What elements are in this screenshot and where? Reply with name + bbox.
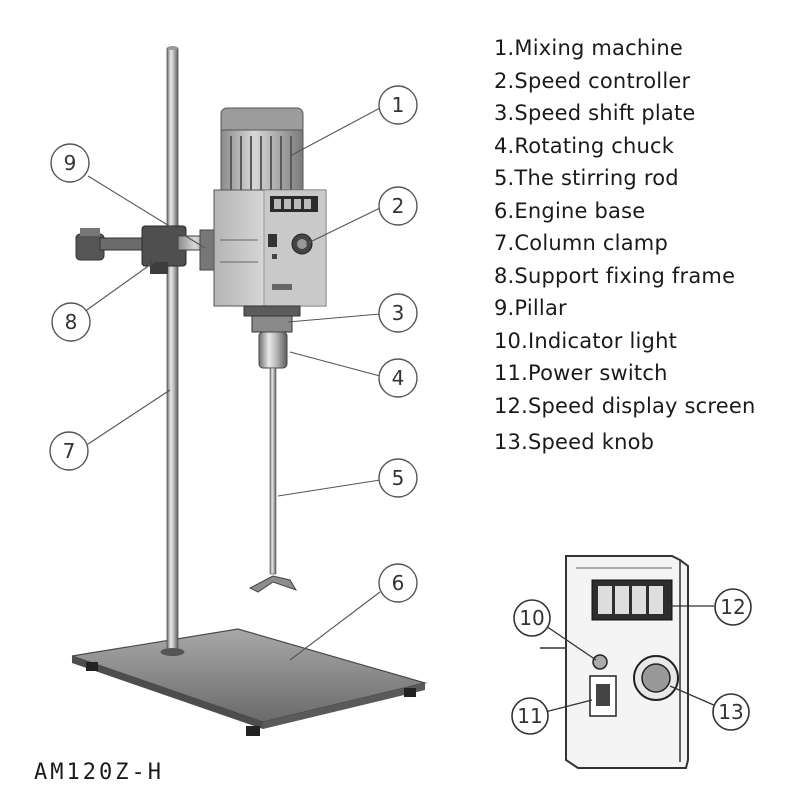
svg-text:7: 7 xyxy=(63,439,76,463)
parts-legend: 1.Mixing machine 2.Speed controller 3.Sp… xyxy=(494,32,756,459)
speed-display-screen xyxy=(591,579,673,621)
model-label: AM120Z-H xyxy=(34,760,164,785)
callout-3: 3 xyxy=(378,293,418,333)
indicator-light xyxy=(592,654,608,670)
legend-item-speed-controller: 2.Speed controller xyxy=(494,68,691,93)
callout-11: 11 xyxy=(511,697,549,735)
legend-item-stirring-rod: 5.The stirring rod xyxy=(494,166,679,190)
legend-item-column-clamp: 7.Column clamp xyxy=(494,231,668,255)
svg-text:3: 3 xyxy=(392,301,405,325)
callout-5: 5 xyxy=(378,458,418,498)
callout-1: 1 xyxy=(378,85,418,125)
speed-knob xyxy=(633,655,679,701)
svg-text:5: 5 xyxy=(392,466,405,490)
callout-9: 9 xyxy=(50,143,90,183)
legend-item-support-fixing-frame: 8.Support fixing frame xyxy=(494,263,736,288)
svg-text:12: 12 xyxy=(720,595,745,619)
callout-12: 12 xyxy=(714,588,752,626)
svg-text:8: 8 xyxy=(65,310,78,334)
svg-text:4: 4 xyxy=(392,366,405,390)
engine-base xyxy=(71,628,428,736)
mixing-machine xyxy=(220,107,304,195)
callout-13: 13 xyxy=(712,693,750,731)
callout-10: 10 xyxy=(513,599,551,637)
legend-item-engine-base: 6.Engine base xyxy=(494,198,646,223)
legend-item-rotating-chuck: 4.Rotating chuck xyxy=(494,133,675,158)
speed-shift-plate xyxy=(243,305,301,333)
svg-text:2: 2 xyxy=(392,194,405,218)
svg-text:9: 9 xyxy=(64,151,77,175)
callout-8: 8 xyxy=(51,302,91,342)
legend-item-speed-shift-plate: 3.Speed shift plate xyxy=(494,101,696,125)
stirring-rod xyxy=(248,367,298,593)
svg-text:6: 6 xyxy=(392,571,405,595)
legend-item-mixing-machine: 1.Mixing machine xyxy=(494,36,684,60)
callout-7: 7 xyxy=(49,431,89,471)
legend-item-speed-knob: 13.Speed knob xyxy=(494,430,655,454)
legend-item-speed-display-screen: 12.Speed display screen xyxy=(494,393,756,418)
legend-item-pillar: 9.Pillar xyxy=(494,296,567,320)
callout-2: 2 xyxy=(378,186,418,226)
callout-4: 4 xyxy=(378,358,418,398)
speed-controller xyxy=(213,189,327,307)
callout-6: 6 xyxy=(378,563,418,603)
column-clamp xyxy=(75,225,187,274)
svg-text:10: 10 xyxy=(519,606,544,630)
power-switch xyxy=(589,675,617,717)
rotating-chuck xyxy=(258,331,288,369)
leader-lines xyxy=(81,107,381,661)
svg-text:13: 13 xyxy=(718,700,743,724)
svg-text:11: 11 xyxy=(517,704,542,728)
legend-item-indicator-light: 10.Indicator light xyxy=(494,328,678,353)
detail-leader-lines xyxy=(544,605,717,713)
svg-text:1: 1 xyxy=(392,93,405,117)
legend-item-power-switch: 11.Power switch xyxy=(494,361,668,385)
pillar xyxy=(160,46,185,656)
